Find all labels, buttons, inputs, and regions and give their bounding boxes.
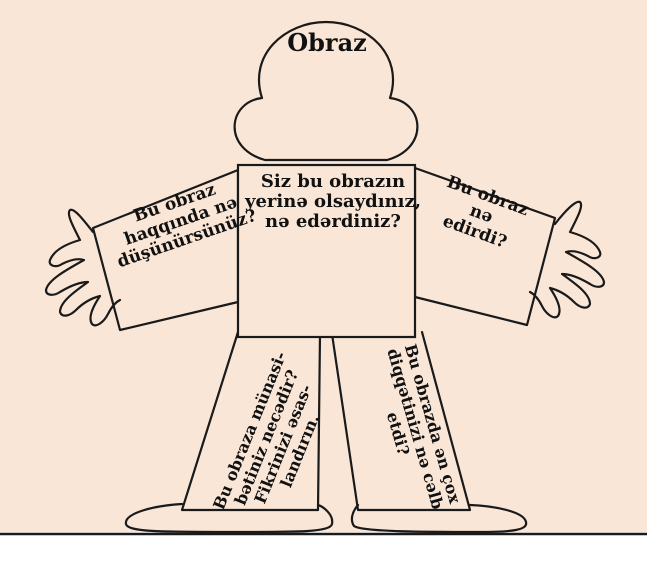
torso-box xyxy=(236,163,417,339)
head-shape xyxy=(233,20,419,162)
right-leg xyxy=(330,330,472,512)
question-center-body: Siz bu obrazın yerinə olsaydınız, nə edə… xyxy=(245,171,421,233)
left-hand xyxy=(44,208,122,327)
diagram-title: Obraz xyxy=(287,28,367,57)
left-foot xyxy=(124,502,334,534)
right-hand xyxy=(528,200,606,319)
right-foot xyxy=(350,503,528,534)
